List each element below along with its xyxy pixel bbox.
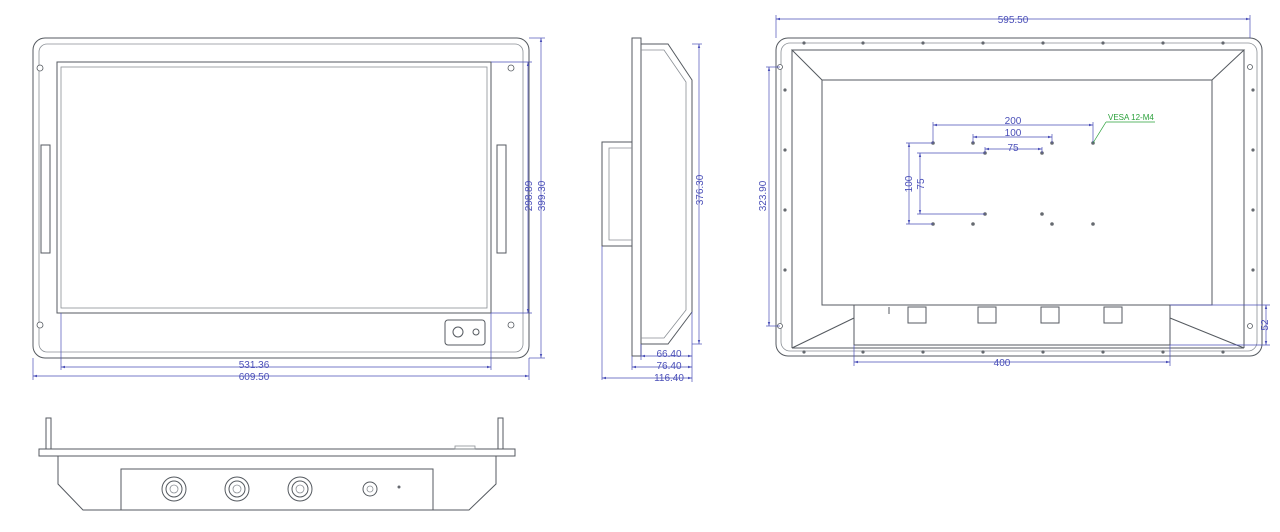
dim-screen-width: 531.36 xyxy=(239,360,270,371)
dim-rear-width: 595.50 xyxy=(998,15,1029,26)
dim-side-height: 376.30 xyxy=(695,174,706,205)
rear-mount-hole-tr xyxy=(1247,64,1253,70)
dim-depth-mid: 76.40 xyxy=(656,361,681,372)
dim-screen-height: 298.89 xyxy=(524,180,535,211)
rear-frame xyxy=(775,37,1263,357)
indicator-icon xyxy=(472,328,480,336)
led-indicator-icon xyxy=(397,485,401,489)
control-panel xyxy=(444,319,486,346)
dim-vesa-75-h: 75 xyxy=(1007,143,1019,154)
power-button-icon xyxy=(452,326,464,338)
dim-rear-height: 323.90 xyxy=(758,180,769,211)
vesa-callout: VESA 12-M4 xyxy=(1108,113,1154,122)
dim-io-height: 52 xyxy=(1260,319,1271,331)
dim-overall-height: 399.30 xyxy=(537,180,548,211)
connector-4 xyxy=(1103,306,1123,324)
left-handle xyxy=(40,144,51,254)
bottom-view xyxy=(38,417,516,511)
mount-hole-tr xyxy=(507,64,515,72)
dim-depth-total: 116.40 xyxy=(654,373,684,384)
rear-view: 200 100 75 100 75 VESA 12-M4 595.50 323.… xyxy=(758,15,1271,369)
bottom-left-handle xyxy=(45,417,52,450)
bottom-right-handle xyxy=(497,417,504,450)
io-connectors xyxy=(888,306,1123,324)
side-body xyxy=(640,43,693,345)
dim-vesa-75-v: 75 xyxy=(916,178,927,190)
io-panel xyxy=(853,304,1171,346)
dim-overall-width: 609.50 xyxy=(239,372,270,383)
dim-io-width: 400 xyxy=(994,358,1011,369)
rear-housing xyxy=(790,49,1246,349)
rear-mount-hole-br xyxy=(1247,323,1253,329)
mount-hole-bl xyxy=(36,321,44,329)
bottom-io-panel xyxy=(120,468,434,511)
gland-connector-1 xyxy=(161,476,187,502)
connector-2 xyxy=(977,306,997,324)
front-view: 298.89 399.30 531.36 609.50 xyxy=(32,37,548,383)
front-bezel xyxy=(32,37,530,359)
dim-vesa-200: 200 xyxy=(1005,116,1022,127)
connector-3 xyxy=(1040,306,1060,324)
connector-1 xyxy=(907,306,927,324)
power-connector xyxy=(362,481,378,497)
display-area xyxy=(60,66,488,309)
right-handle xyxy=(496,144,507,254)
gland-connector-2 xyxy=(224,476,250,502)
side-handle xyxy=(601,141,632,247)
mount-hole-tl xyxy=(36,64,44,72)
gland-connector-3 xyxy=(287,476,313,502)
bottom-flange xyxy=(38,448,516,457)
edge-screw-holes xyxy=(783,41,1255,354)
mount-hole-br xyxy=(507,321,515,329)
display-frame xyxy=(56,61,492,314)
dim-vesa-100-v: 100 xyxy=(904,175,915,192)
front-bezel-inner xyxy=(38,43,524,353)
dim-depth-body: 66.40 xyxy=(656,349,681,360)
bottom-housing xyxy=(57,456,497,511)
side-view: 376.30 66.40 76.40 116.40 xyxy=(601,37,706,384)
side-flange xyxy=(631,37,642,357)
dim-vesa-100-h: 100 xyxy=(1005,128,1022,139)
